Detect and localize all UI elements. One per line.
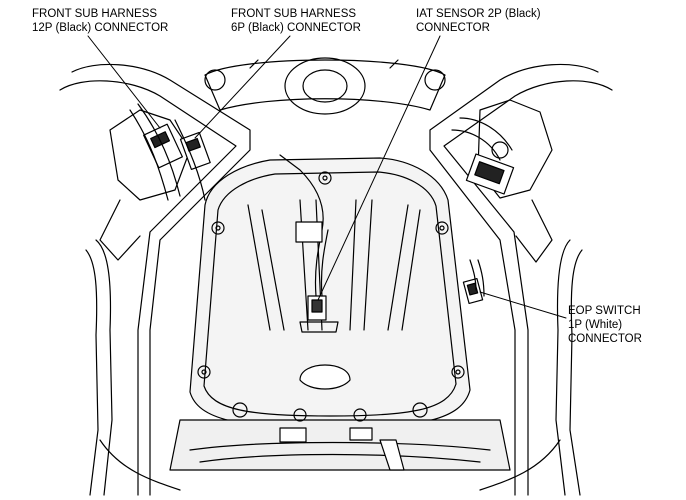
leader-lines xyxy=(87,35,567,319)
callout-eop-line3: CONNECTOR xyxy=(568,333,642,345)
callout-iat-sensor: IAT SENSOR 2P (Black) CONNECTOR xyxy=(416,7,541,35)
callout-6p-line1: FRONT SUB HARNESS xyxy=(231,8,357,20)
iat-sensor xyxy=(279,154,339,333)
callout-eop-line1: EOP SWITCH xyxy=(568,305,641,317)
eop-switch-connector xyxy=(462,259,485,305)
callout-iat-line1: IAT SENSOR 2P (Black) xyxy=(416,8,541,20)
callout-front-sub-harness-6p: FRONT SUB HARNESS 6P (Black) CONNECTOR xyxy=(231,7,361,35)
callout-eop-switch: EOP SWITCH 1P (White) CONNECTOR xyxy=(568,304,642,346)
harness-connectors-left xyxy=(129,103,211,201)
frame-left xyxy=(59,63,251,496)
callout-6p-line2: 6P (Black) CONNECTOR xyxy=(231,22,361,34)
airbox-cover xyxy=(189,157,471,429)
callout-iat-line2: CONNECTOR xyxy=(416,22,490,34)
harness-connectors-right xyxy=(451,117,515,195)
steering-head xyxy=(204,57,446,115)
lower-engine-area xyxy=(99,402,561,491)
callout-eop-line2: 1P (White) xyxy=(568,319,623,331)
callout-12p-line1: FRONT SUB HARNESS xyxy=(32,8,158,20)
callout-front-sub-harness-12p: FRONT SUB HARNESS 12P (Black) CONNECTOR xyxy=(32,7,168,35)
frame-right xyxy=(429,63,613,496)
callout-12p-line2: 12P (Black) CONNECTOR xyxy=(32,22,169,34)
